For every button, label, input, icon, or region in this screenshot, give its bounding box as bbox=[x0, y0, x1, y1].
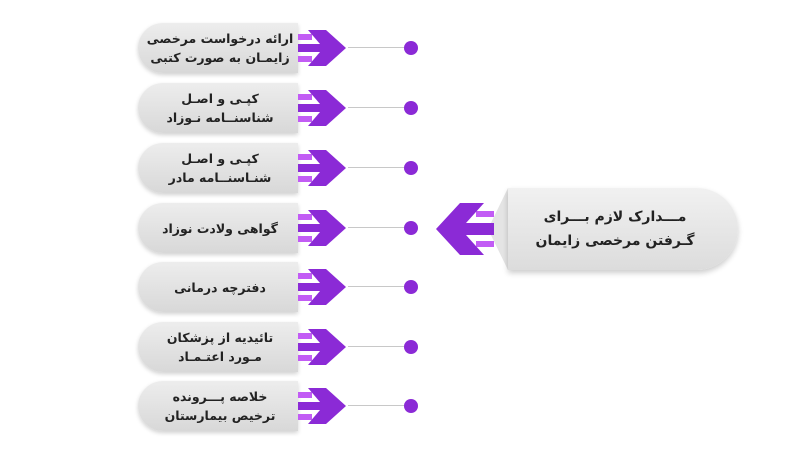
connector-line bbox=[348, 405, 406, 406]
document-item-7: خلاصه پـــرونده ترخیص بیمارستان bbox=[138, 381, 418, 431]
item-line-1: گواهی ولادت نوزاد bbox=[162, 220, 278, 236]
arrow-right-icon bbox=[298, 210, 346, 246]
main-title-line-2: گـرفتن مرخصی زایمان bbox=[535, 233, 695, 249]
item-card bbox=[138, 322, 298, 372]
item-card bbox=[138, 143, 298, 193]
bullet-dot bbox=[404, 399, 418, 413]
connector-line bbox=[348, 346, 406, 347]
arrow-right-icon bbox=[298, 90, 346, 126]
arrow-right-icon bbox=[298, 30, 346, 66]
item-card bbox=[138, 23, 298, 73]
item-line-1: کپـی و اصـل bbox=[181, 91, 259, 106]
item-line-2: مـورد اعتـمـاد bbox=[178, 349, 262, 364]
arrow-right-icon bbox=[298, 269, 346, 305]
connector-line bbox=[348, 286, 406, 287]
bullet-dot bbox=[404, 41, 418, 55]
document-item-3: کپـی و اصـل شنـاسنــامه مادر bbox=[138, 143, 418, 193]
connector-line bbox=[348, 227, 406, 228]
document-item-4: گواهی ولادت نوزاد bbox=[138, 203, 418, 253]
bullet-dot bbox=[404, 280, 418, 294]
arrow-left-icon bbox=[436, 203, 494, 255]
item-line-2: ترخیص بیمارستان bbox=[164, 408, 276, 423]
item-line-1: تائیدیه از پزشکان bbox=[166, 330, 274, 345]
document-item-1: ارائه درخواست مرخصی زایمـان به صورت کتبی bbox=[138, 23, 418, 73]
connector-line bbox=[348, 107, 406, 108]
bullet-dot bbox=[404, 161, 418, 175]
item-text: خلاصه پـــرونده ترخیص بیمارستان bbox=[146, 381, 294, 431]
bullet-dot bbox=[404, 221, 418, 235]
item-text: کپـی و اصـل شنـاسنــامه مادر bbox=[146, 143, 294, 193]
arrow-right-icon bbox=[298, 150, 346, 186]
item-line-1: ارائه درخواست مرخصی bbox=[146, 31, 294, 46]
connector-line bbox=[348, 47, 406, 48]
item-line-2: شناسنــامه نـوزاد bbox=[166, 110, 274, 125]
document-item-6: تائیدیه از پزشکان مـورد اعتـمـاد bbox=[138, 322, 418, 372]
document-item-5: دفترچه درمانی bbox=[138, 262, 418, 312]
main-card bbox=[508, 188, 738, 270]
connector-line bbox=[348, 167, 406, 168]
bullet-dot bbox=[404, 340, 418, 354]
item-text: تائیدیه از پزشکان مـورد اعتـمـاد bbox=[146, 322, 294, 372]
item-card bbox=[138, 83, 298, 133]
item-text: ارائه درخواست مرخصی زایمـان به صورت کتبی bbox=[146, 23, 294, 73]
main-card-notch bbox=[488, 188, 508, 270]
item-line-2: شنـاسنــامه مادر bbox=[168, 170, 272, 185]
item-card bbox=[138, 203, 298, 253]
item-text: گواهی ولادت نوزاد bbox=[146, 203, 294, 253]
item-line-1: دفترچه درمانی bbox=[174, 279, 266, 295]
arrow-right-icon bbox=[298, 329, 346, 365]
item-line-2: زایمـان به صورت کتبی bbox=[150, 50, 290, 65]
item-line-1: کپـی و اصـل bbox=[181, 151, 259, 166]
main-title: مـــدارک لازم بـــرای گـرفتن مرخصی زایما… bbox=[510, 188, 720, 270]
item-line-1: خلاصه پـــرونده bbox=[172, 389, 268, 404]
bullet-dot bbox=[404, 101, 418, 115]
arrow-right-icon bbox=[298, 388, 346, 424]
item-card bbox=[138, 262, 298, 312]
item-card bbox=[138, 381, 298, 431]
main-title-line-1: مـــدارک لازم بـــرای bbox=[543, 209, 687, 225]
document-item-2: کپـی و اصـل شناسنــامه نـوزاد bbox=[138, 83, 418, 133]
item-text: دفترچه درمانی bbox=[146, 262, 294, 312]
item-text: کپـی و اصـل شناسنــامه نـوزاد bbox=[146, 83, 294, 133]
